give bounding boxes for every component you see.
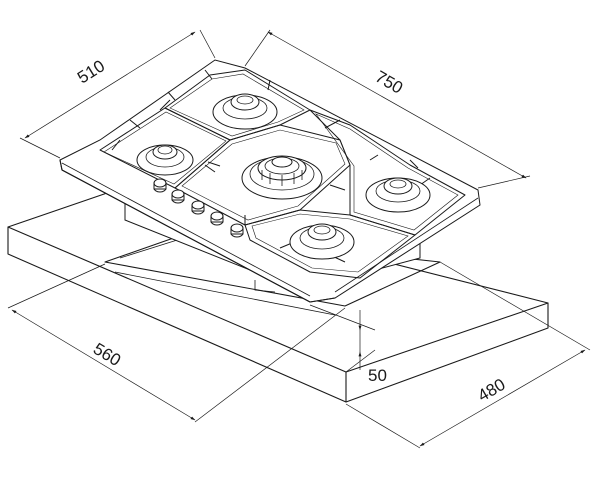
- burner-front: [289, 223, 355, 260]
- label-height: 50: [368, 366, 387, 385]
- label-hob-width: 750: [372, 67, 406, 98]
- label-cutout-width: 560: [90, 339, 124, 370]
- countertop: [7, 191, 549, 403]
- burner-rear: [212, 93, 278, 130]
- burner-left: [136, 144, 194, 176]
- dimension-cutout-width: [7, 263, 346, 423]
- burner-center-wok: [241, 155, 323, 200]
- dimension-cutout-depth: [345, 261, 591, 449]
- dimension-hob-depth: [19, 29, 216, 159]
- knob-icon: [153, 178, 167, 193]
- knob-icon: [191, 200, 205, 215]
- label-hob-depth: 510: [74, 56, 108, 87]
- knob-icon: [210, 211, 224, 226]
- control-knobs: [153, 178, 244, 238]
- dimension-hob-width: [244, 29, 531, 189]
- pan-support-front: [244, 209, 416, 279]
- label-cutout-depth: 480: [475, 375, 509, 406]
- knob-icon: [230, 223, 244, 238]
- burner-right: [365, 177, 431, 213]
- dimension-height: [309, 304, 376, 373]
- knob-icon: [171, 189, 185, 204]
